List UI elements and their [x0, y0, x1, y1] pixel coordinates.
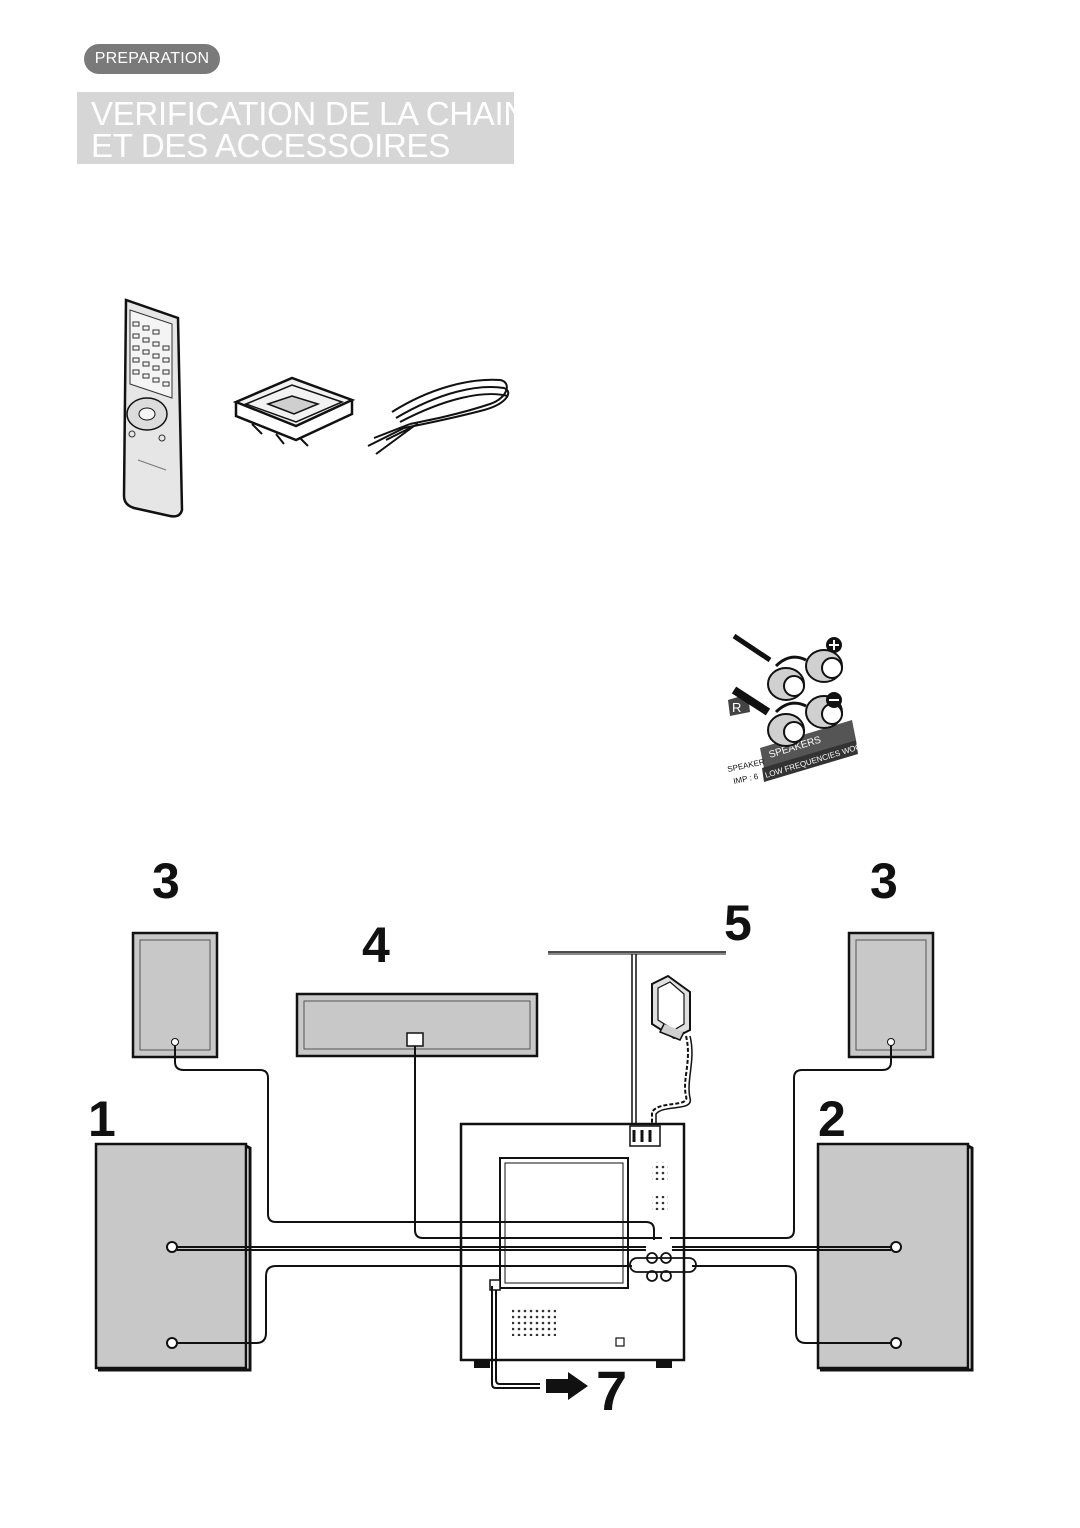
power-cord [491, 1286, 540, 1389]
page-title: VERIFICATION DE LA CHAIN ET DES ACCESSOI… [77, 92, 514, 164]
step-number-power: 7 [596, 1359, 627, 1422]
step-number-right-satellite: 3 [870, 853, 898, 909]
step-number-left-satellite: 3 [152, 853, 180, 909]
am-loop-antenna-icon [232, 376, 356, 447]
left-satellite-speaker [131, 931, 219, 1059]
remote-control-icon [122, 298, 184, 518]
section-badge: PREPARATION [84, 44, 220, 74]
step-number-center-speaker: 4 [362, 917, 390, 973]
title-line-2: ET DES ACCESSOIRES [91, 127, 450, 164]
impedance-label: IMP : 6 [733, 772, 760, 786]
step-number-left-woofer: 1 [88, 1091, 116, 1147]
arrow-right-icon [546, 1372, 588, 1400]
plus-icon [826, 637, 842, 653]
speaker-label: SPEAKER [727, 757, 766, 774]
fm-wire-antenna-icon [367, 378, 510, 455]
step-number-right-woofer: 2 [818, 1091, 846, 1147]
minus-icon [826, 692, 842, 708]
speaker-cables [174, 1046, 892, 1344]
right-woofer [816, 1142, 974, 1372]
terminal-channel-label: R [732, 700, 741, 715]
left-woofer [94, 1142, 252, 1372]
am-antenna-small-icon [651, 974, 693, 1126]
center-speaker [295, 992, 539, 1058]
fm-t-antenna [548, 951, 726, 1126]
speaker-terminal-icon: R SPEAKERS LOW FREQUENCIES WOOFER SPEAKE… [727, 633, 878, 786]
title-line-1: VERIFICATION DE LA CHAIN [91, 95, 514, 132]
step-number-antenna: 5 [724, 895, 752, 951]
right-satellite-speaker [847, 931, 935, 1059]
